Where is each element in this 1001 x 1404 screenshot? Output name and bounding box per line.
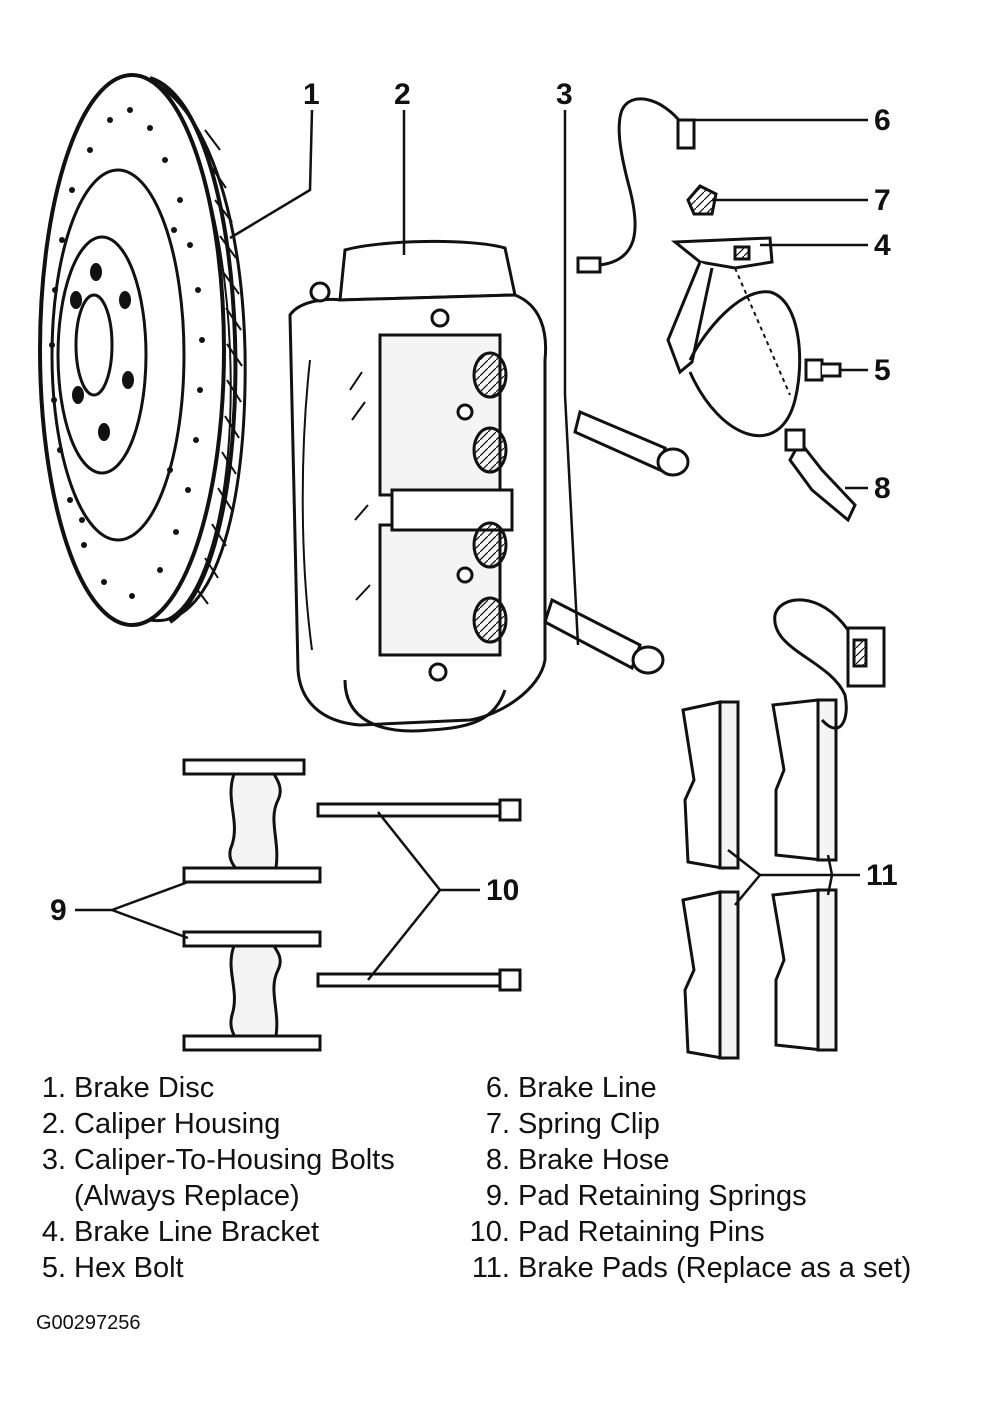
- legend-item-caliper-bolts: 3. Caliper-To-Housing Bolts: [30, 1142, 395, 1178]
- legend-label: Spring Clip: [518, 1108, 660, 1140]
- legend-label: Pad Retaining Pins: [518, 1216, 765, 1248]
- caliper-housing: [288, 239, 548, 733]
- legend-number: 11.: [471, 1252, 510, 1284]
- legend-item-pad-retaining-springs: 9. Pad Retaining Springs: [462, 1178, 911, 1214]
- legend-label: Caliper-To-Housing Bolts: [74, 1144, 395, 1176]
- legend-item-brake-line-bracket: 4. Brake Line Bracket: [30, 1214, 395, 1250]
- disc-vent-fins: [195, 129, 243, 605]
- leader-lines: [75, 109, 868, 981]
- legend-item-caliper-housing: 2. Caliper Housing: [30, 1106, 395, 1142]
- legend-number: 9.: [485, 1180, 510, 1212]
- callout-4: 4: [874, 229, 891, 262]
- spring-clip: [686, 184, 718, 216]
- brake-line: [576, 97, 696, 274]
- disc-cross-drill-holes: [49, 107, 205, 599]
- pad-retaining-springs: [182, 758, 322, 1052]
- legend-label: Caliper Housing: [74, 1108, 281, 1140]
- legend-item-caliper-bolts-note: (Always Replace): [30, 1178, 395, 1214]
- legend-label: Brake Disc: [74, 1072, 215, 1104]
- legend-label: Hex Bolt: [74, 1252, 184, 1284]
- legend-label: Brake Pads (Replace as a set): [518, 1252, 912, 1284]
- legend-number: 6.: [485, 1072, 510, 1104]
- legend-number: 5.: [41, 1252, 66, 1284]
- callout-6: 6: [874, 104, 891, 137]
- caliper-bolts: [543, 409, 690, 675]
- callout-10: 10: [486, 874, 520, 907]
- legend-number: [30, 1178, 74, 1214]
- wear-sensor-wire: [773, 598, 886, 730]
- brake-line-bracket: [666, 236, 774, 375]
- callout-5: 5: [874, 354, 891, 387]
- callout-3: 3: [556, 78, 573, 111]
- callout-7: 7: [874, 184, 891, 217]
- legend-label: Brake Line: [518, 1072, 657, 1104]
- legend-number: 2.: [41, 1108, 66, 1140]
- brake-assembly-diagram: [38, 73, 886, 1060]
- legend-number: 4.: [41, 1216, 66, 1248]
- legend-item-pad-retaining-pins: 10. Pad Retaining Pins: [462, 1214, 911, 1250]
- legend-item-brake-disc: 1. Brake Disc: [30, 1070, 395, 1106]
- legend-number: 3.: [41, 1144, 66, 1176]
- callout-1: 1: [303, 78, 320, 111]
- legend-item-spring-clip: 7. Spring Clip: [462, 1106, 911, 1142]
- legend-item-brake-pads: 11. Brake Pads (Replace as a set): [462, 1250, 911, 1286]
- legend-item-hex-bolt: 5. Hex Bolt: [30, 1250, 395, 1286]
- legend-number: 7.: [485, 1108, 510, 1140]
- legend-number: 10.: [469, 1216, 510, 1248]
- legend-number: 8.: [485, 1144, 510, 1176]
- legend-left-column: 1. Brake Disc 2. Caliper Housing 3. Cali…: [30, 1070, 395, 1286]
- legend-label: Brake Line Bracket: [74, 1216, 320, 1248]
- pad-retaining-pins: [316, 798, 522, 992]
- brake-disc: [38, 73, 247, 627]
- legend-item-brake-line: 6. Brake Line: [462, 1070, 911, 1106]
- brake-pads: [681, 598, 886, 1060]
- legend-label: Pad Retaining Springs: [518, 1180, 807, 1212]
- callout-11: 11: [866, 859, 898, 892]
- legend-right-column: 6. Brake Line 7. Spring Clip 8. Brake Ho…: [462, 1070, 912, 1286]
- hex-bolt: [804, 358, 842, 382]
- callout-2: 2: [394, 78, 411, 111]
- figure-id: G00297256: [36, 1312, 141, 1334]
- legend-label: (Always Replace): [74, 1180, 300, 1212]
- brake-hose: [688, 267, 857, 523]
- callout-9: 9: [50, 894, 67, 927]
- hub-bolt-holes: [70, 263, 134, 441]
- legend-item-brake-hose: 8. Brake Hose: [462, 1142, 911, 1178]
- callout-8: 8: [874, 472, 891, 505]
- legend-number: 1.: [41, 1072, 66, 1104]
- legend-label: Brake Hose: [518, 1144, 670, 1176]
